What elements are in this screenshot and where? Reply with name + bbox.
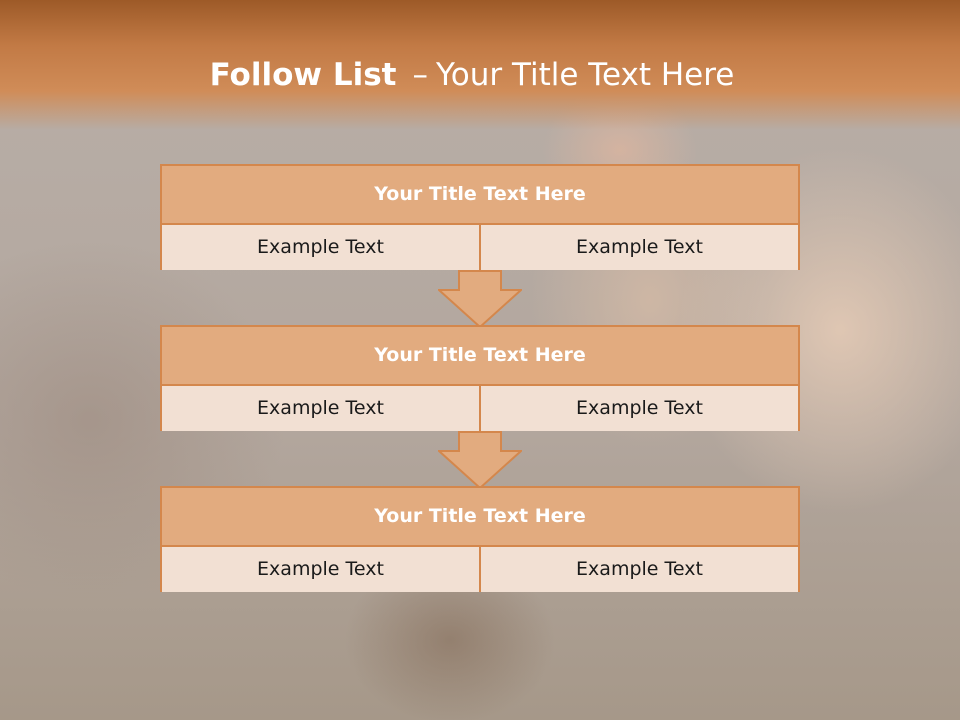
step-title: Your Title Text Here: [162, 166, 798, 225]
down-arrow-icon: [438, 431, 522, 489]
step-box-3: Your Title Text Here Example Text Exampl…: [160, 486, 800, 592]
step-row: Example Text Example Text: [162, 225, 798, 270]
step-cell-left: Example Text: [162, 547, 481, 592]
step-title: Your Title Text Here: [162, 488, 798, 547]
title-rest: Your Title Text Here: [435, 57, 735, 93]
step-cell-right: Example Text: [481, 547, 798, 592]
step-cell-right: Example Text: [481, 225, 798, 270]
step-row: Example Text Example Text: [162, 386, 798, 431]
title-bold: Follow List: [209, 57, 397, 93]
step-row: Example Text Example Text: [162, 547, 798, 592]
step-cell-left: Example Text: [162, 225, 481, 270]
step-cell-right: Example Text: [481, 386, 798, 431]
step-box-1: Your Title Text Here Example Text Exampl…: [160, 164, 800, 270]
title-dash: –: [412, 57, 428, 93]
step-cell-left: Example Text: [162, 386, 481, 431]
step-box-2: Your Title Text Here Example Text Exampl…: [160, 325, 800, 431]
step-title: Your Title Text Here: [162, 327, 798, 386]
slide-title: Follow List–Your Title Text Here: [0, 52, 944, 98]
header-band: [0, 0, 960, 130]
down-arrow-icon: [438, 270, 522, 328]
